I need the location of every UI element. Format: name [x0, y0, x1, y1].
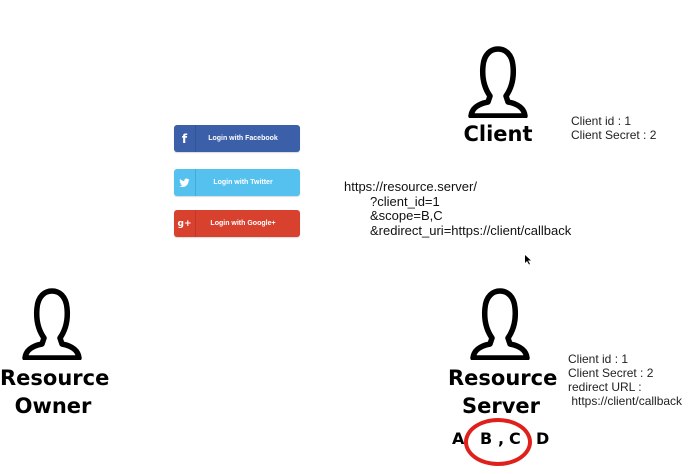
- login-google-button[interactable]: g+ Login with Google+: [174, 210, 300, 237]
- login-twitter-label: Login with Twitter: [213, 179, 273, 186]
- client-id-text: Client id : 1: [571, 114, 632, 128]
- client-secret-text: Client Secret : 2: [571, 128, 657, 142]
- url-base: https://resource.server/: [344, 179, 477, 194]
- url-param-redirect: &redirect_uri=https://client/callback: [370, 222, 572, 238]
- scope-d: D: [536, 429, 550, 448]
- resource-owner-label: Resource Owner: [0, 366, 110, 418]
- server-client-id-text: Client id : 1: [568, 352, 629, 366]
- server-redirect-label-text: redirect URL :: [568, 380, 642, 394]
- twitter-icon: [174, 169, 196, 196]
- facebook-icon: f: [174, 125, 196, 152]
- resource-server-person-icon: [470, 288, 530, 360]
- login-facebook-label: Login with Facebook: [208, 135, 278, 142]
- login-twitter-button[interactable]: Login with Twitter: [174, 169, 300, 196]
- server-redirect-url-text: https://client/callback: [568, 394, 683, 408]
- server-registration-note: Client id : 1 Client Secret : 2 redirect…: [568, 352, 682, 408]
- resource-server-label: Resource Server: [448, 366, 558, 418]
- resource-owner-person-icon: [22, 288, 82, 360]
- login-facebook-button[interactable]: f Login with Facebook: [174, 125, 300, 152]
- scope-c: C: [509, 429, 521, 448]
- scope-highlight-circle: [464, 418, 532, 466]
- scope-separator: ,: [498, 429, 505, 448]
- url-param-scope: &scope=B,C: [370, 208, 443, 223]
- scope-b: B: [480, 429, 493, 448]
- url-param-client-id: ?client_id=1: [370, 193, 440, 209]
- mouse-cursor-icon: [525, 255, 531, 265]
- client-label: Client: [463, 122, 533, 146]
- scope-a: A: [452, 429, 465, 448]
- google-plus-icon: g+: [174, 210, 196, 237]
- server-client-secret-text: Client Secret : 2: [568, 366, 654, 380]
- client-person-icon: [468, 46, 528, 118]
- client-credentials-note: Client id : 1 Client Secret : 2: [571, 114, 656, 142]
- login-google-label: Login with Google+: [210, 220, 276, 227]
- authorization-url: https://resource.server/ ?client_id=1 &s…: [344, 179, 572, 238]
